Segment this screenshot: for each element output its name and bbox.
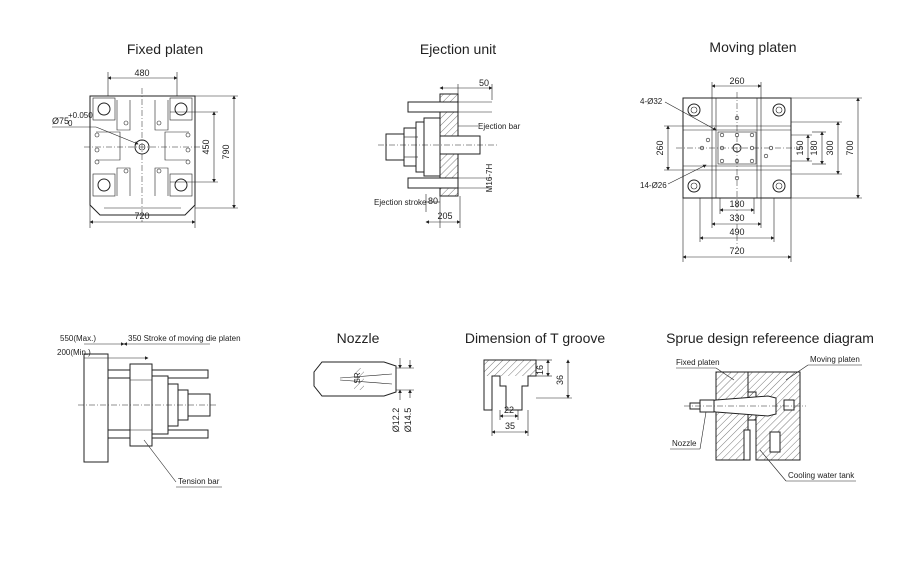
side-view: 550(Max.) 200(Min.) 350 Stroke of moving…: [57, 334, 241, 488]
dim-790: 790: [221, 144, 231, 159]
dim-480: 480: [134, 68, 149, 78]
dim-260-left: 260: [655, 140, 665, 155]
bore-tolerance-lower: 0: [68, 119, 73, 128]
t-groove-title: Dimension of T groove: [465, 330, 606, 346]
nozzle-view: Nozzle SR Ø12.2 Ø14.5: [313, 330, 414, 433]
dim-35: 35: [505, 421, 515, 431]
sprue-diagram: Sprue design refereence diagram Fixed pl…: [666, 330, 874, 482]
dim-490: 490: [729, 227, 744, 237]
dim-330: 330: [729, 213, 744, 223]
fixed-platen-view: Fixed platen 48: [52, 41, 238, 228]
holes-32-label: 4-Ø32: [640, 97, 663, 106]
sr-label: SR: [353, 372, 362, 383]
nozzle-body: [313, 361, 397, 397]
dim-300: 300: [825, 140, 835, 155]
dim-150: 150: [795, 140, 805, 155]
dim-36: 36: [555, 375, 565, 385]
ejection-stroke-label: Ejection stroke: [374, 198, 427, 207]
sprue-moving-platen-label: Moving platen: [810, 355, 860, 364]
holes-26-label: 14-Ø26: [640, 181, 667, 190]
dim-720-moving: 720: [729, 246, 744, 256]
dim-180-h: 180: [729, 199, 744, 209]
bore-tolerance-upper: +0.050: [68, 111, 93, 120]
dim-205: 205: [437, 211, 452, 221]
sprue-fixed-platen-label: Fixed platen: [676, 358, 720, 367]
sprue-moving-platen: [747, 371, 801, 461]
dim-80: 80: [428, 196, 438, 206]
dim-50: 50: [479, 78, 489, 88]
dim-180-v: 180: [809, 140, 819, 155]
dim-16: 16: [535, 365, 545, 375]
thread-label: M16-7H: [485, 164, 494, 193]
moving-platen-title: Moving platen: [709, 39, 796, 55]
sprue-title: Sprue design refereence diagram: [666, 330, 874, 346]
moving-platen-view: Moving platen 260 4-Ø32: [640, 39, 862, 262]
fixed-platen-body: [89, 95, 196, 216]
tie-bar-holes: [92, 97, 193, 197]
side-fixed-platen: [83, 353, 109, 463]
ejection-cylinder: [385, 133, 407, 161]
tension-bar-label: Tension bar: [178, 477, 220, 486]
dim-450: 450: [201, 139, 211, 154]
dim-260-top: 260: [729, 76, 744, 86]
ejection-unit-view: Ejection unit 50 Ejection bar M16-7H Eje…: [374, 41, 521, 228]
dia-14-5: Ø14.5: [403, 408, 413, 433]
min-stroke-label: 200(Min.): [57, 348, 91, 357]
dim-720: 720: [134, 211, 149, 221]
dim-700: 700: [845, 140, 855, 155]
ejection-bar-label: Ejection bar: [478, 122, 521, 131]
t-groove-view: Dimension of T groove 16 36 22 35: [465, 330, 606, 436]
dia-12-2: Ø12.2: [391, 408, 401, 433]
stroke-label: 350 Stroke of moving die platen: [128, 334, 241, 343]
dim-22: 22: [504, 405, 514, 415]
fixed-platen-title: Fixed platen: [127, 41, 203, 57]
max-stroke-label: 550(Max.): [60, 334, 96, 343]
ejection-unit-title: Ejection unit: [420, 41, 496, 57]
sprue-nozzle-label: Nozzle: [672, 439, 697, 448]
cooling-tank-label: Cooling water tank: [788, 471, 855, 480]
nozzle-title: Nozzle: [337, 330, 380, 346]
bore-diameter-label: Ø75: [52, 116, 69, 126]
